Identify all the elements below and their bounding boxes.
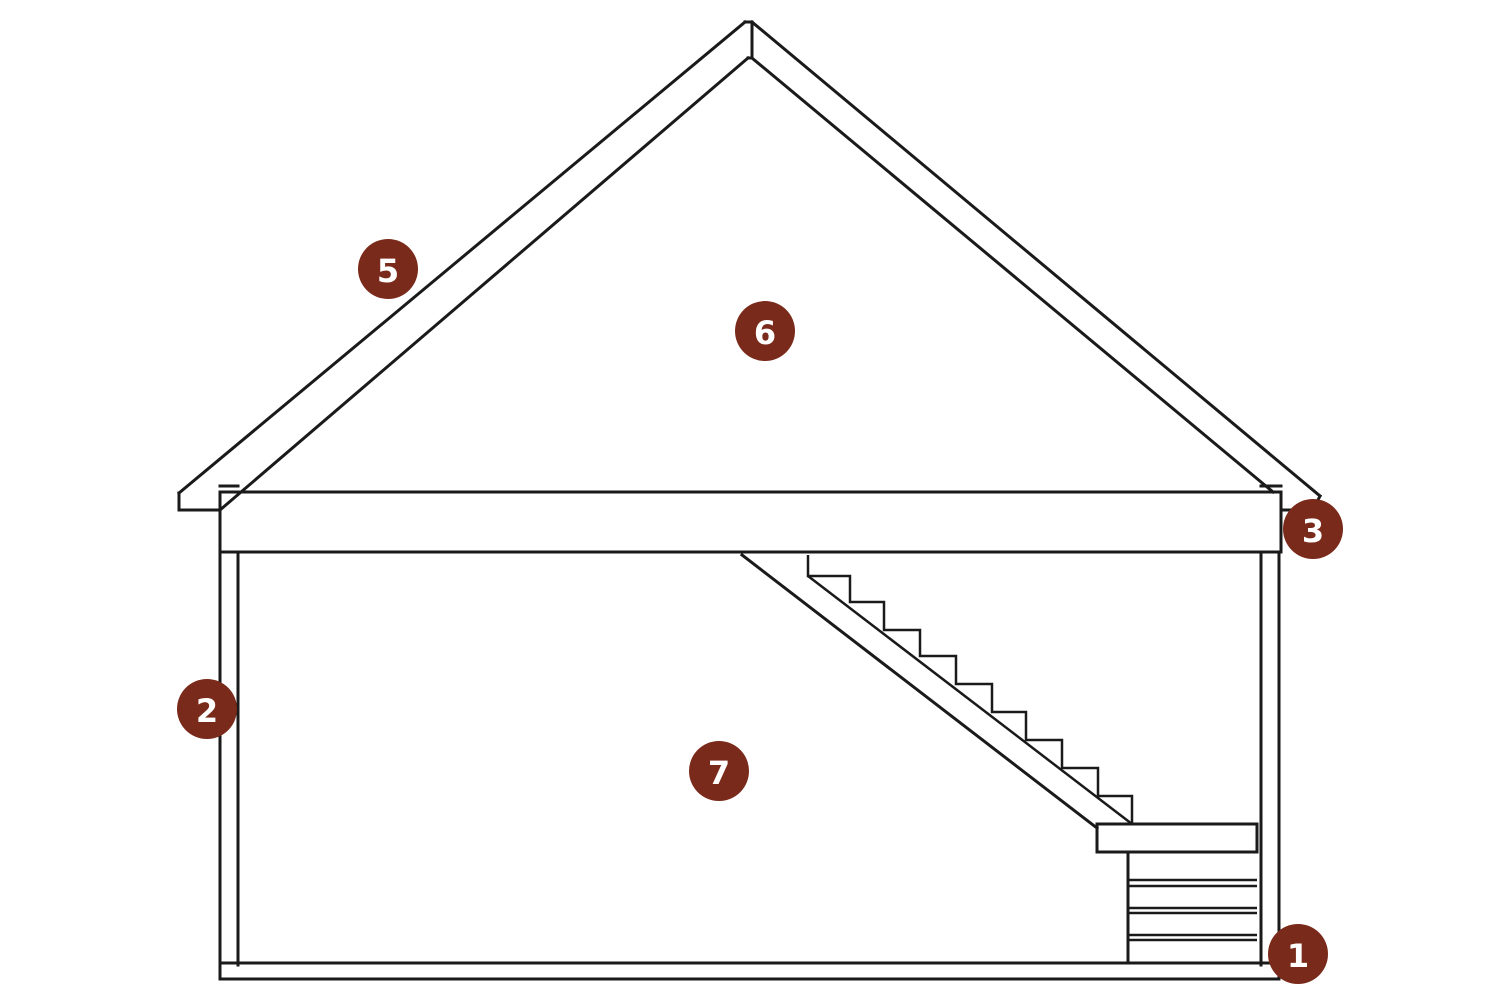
attic-floor-band (218, 484, 1283, 554)
roof (176, 19, 1323, 513)
roof-right-outer-line (749, 19, 1323, 499)
marker-2: 2 (177, 679, 237, 739)
marker-3-label: 3 (1302, 512, 1324, 550)
marker-6: 6 (735, 301, 795, 361)
marker-5-circle (358, 239, 418, 299)
marker-2-label: 2 (196, 692, 218, 730)
foundation (218, 961, 1281, 981)
marker-6-circle (735, 301, 795, 361)
stair-landing (1095, 822, 1259, 854)
marker-5-label: 5 (377, 252, 399, 290)
roof-right-inner-line (749, 55, 1276, 495)
marker-7-label: 7 (708, 754, 730, 792)
marker-1-circle (1268, 924, 1328, 984)
marker-6-label: 6 (754, 314, 776, 352)
staircase (739, 552, 1259, 965)
roof-left-outer-line (176, 19, 748, 496)
marker-3-circle (1283, 499, 1343, 559)
marker-7-circle (689, 741, 749, 801)
marker-5: 5 (358, 239, 418, 299)
stair-steps-profile (806, 555, 1134, 824)
roof-ridge (743, 20, 754, 60)
roof-left-inner-line (217, 55, 751, 513)
marker-2-circle (177, 679, 237, 739)
stair-stringer-lower (807, 575, 1133, 825)
stair-stringer (739, 552, 1100, 831)
marker-1-label: 1 (1287, 937, 1309, 975)
walls (218, 550, 1281, 967)
floor-slab (218, 961, 1281, 981)
marker-3: 3 (1283, 499, 1343, 559)
roof-left-eave (177, 491, 222, 512)
attic-floor-joist (218, 490, 1283, 554)
marker-7: 7 (689, 741, 749, 801)
marker-1: 1 (1268, 924, 1328, 984)
